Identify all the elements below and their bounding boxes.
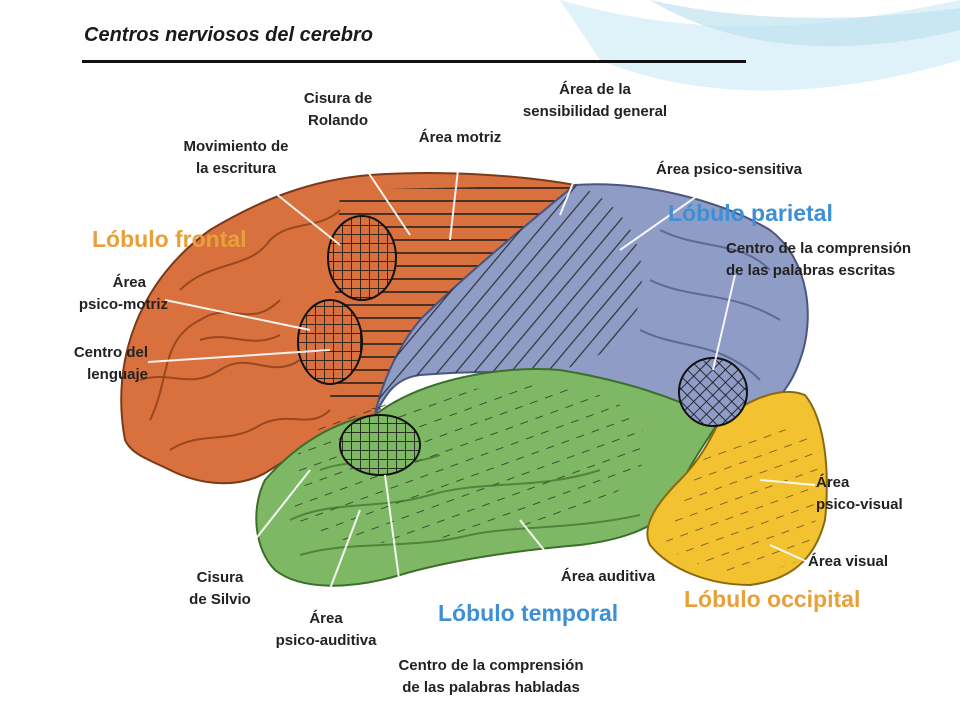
lobulo-frontal-label: Lóbulo frontal — [92, 226, 247, 252]
label-psico-sensitiva: Área psico-sensitiva — [656, 161, 802, 178]
leader-lines — [147, 121, 816, 661]
label-area-motriz: Área motriz — [418, 129, 502, 146]
label-area-visual: Área visual — [808, 553, 889, 570]
label-area-auditiva: Área auditiva — [560, 568, 656, 585]
page-title: Centros nerviosos del cerebro — [84, 24, 373, 46]
lobulo-temporal-label: Lóbulo temporal — [438, 600, 619, 626]
title-underline — [82, 60, 746, 63]
lobulo-parietal-label: Lóbulo parietal — [668, 200, 833, 226]
lobulo-occipital-label: Lóbulo occipital — [684, 586, 861, 612]
